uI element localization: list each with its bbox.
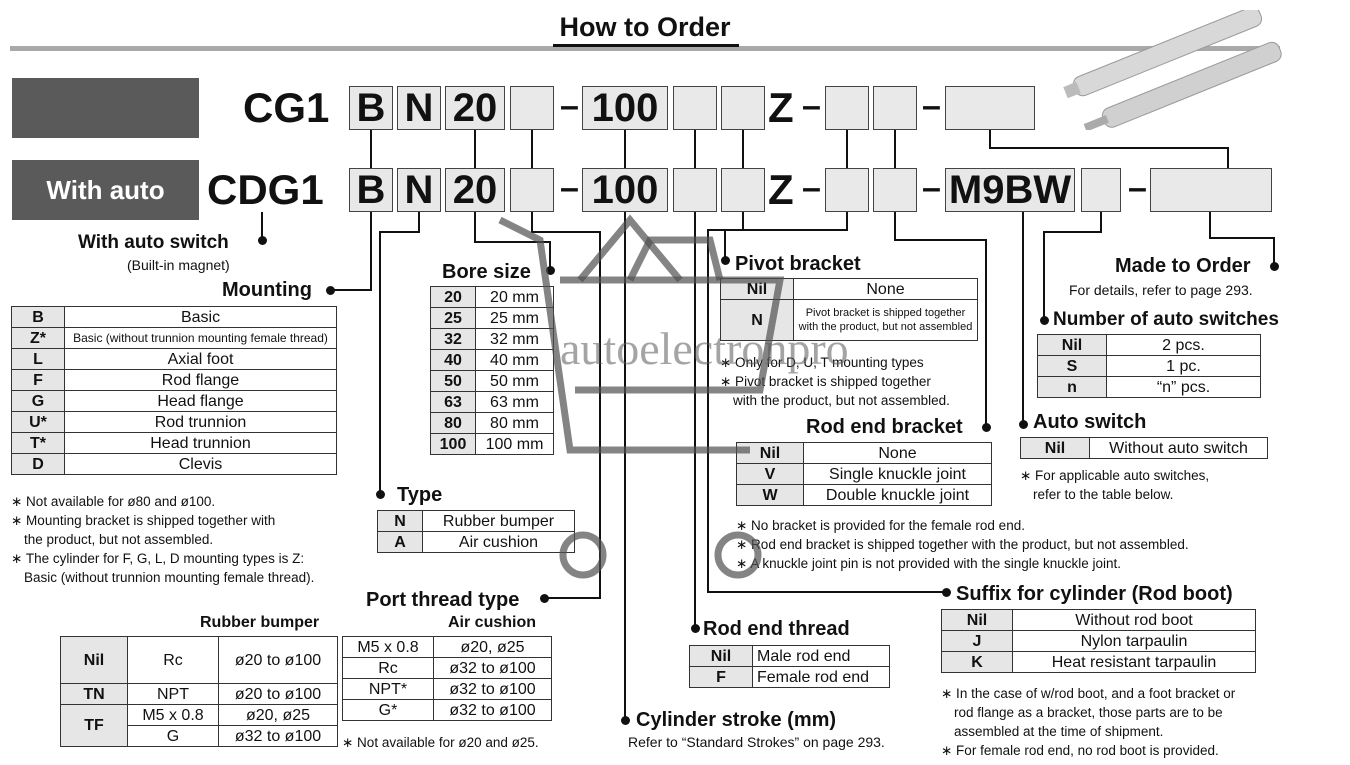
port-note: ∗ Not available for ø20 and ø25.	[342, 735, 539, 750]
auto-switch-label-box: With auto switch	[12, 160, 199, 265]
code-b-1: B	[349, 86, 393, 130]
standard-label-box	[12, 78, 199, 138]
auto-switch-title: Auto switch	[1033, 411, 1147, 433]
suffix-notes: ∗ In the case of w/rod boot, and a foot …	[941, 686, 1236, 758]
pivot-title: Pivot bracket	[735, 253, 861, 275]
pointer-dot	[258, 236, 267, 245]
type-title: Type	[397, 484, 443, 506]
code-bore-2: 20	[445, 168, 505, 212]
pointer-dot	[721, 256, 730, 265]
cylinder-product-icon	[1063, 10, 1282, 130]
code-z-1: Z	[768, 84, 794, 131]
code-blank-2b	[673, 168, 717, 212]
code-blank-2g	[1150, 168, 1272, 212]
code-stroke-2: 100	[582, 168, 668, 212]
code-dash: –	[1128, 169, 1147, 207]
pointer-dot	[982, 423, 991, 432]
code-switch-2: M9BW	[945, 168, 1075, 212]
code-blank-2e	[873, 168, 917, 212]
suffix-title: Suffix for cylinder (Rod boot)	[956, 583, 1233, 605]
code-dash: –	[802, 87, 821, 125]
code-stroke-1: 100	[582, 86, 668, 130]
pointer-dot	[691, 624, 700, 633]
stroke-title: Cylinder stroke (mm)	[636, 709, 837, 731]
page-title: How to Order	[559, 12, 731, 42]
port-rubber-title: Rubber bumper	[200, 614, 320, 631]
num-switches-title: Number of auto switches	[1053, 309, 1279, 330]
pointer-dot	[546, 266, 555, 275]
code-dash: –	[560, 87, 579, 125]
mounting-notes: ∗ Not available for ø80 and ø100. ∗ Moun…	[11, 494, 315, 585]
code-blank-2f	[1081, 168, 1121, 212]
code-b-2: B	[349, 168, 393, 212]
code-blank-1c	[721, 86, 765, 130]
code-n-1: N	[397, 86, 441, 130]
pointer-dot	[621, 716, 630, 725]
code-prefix-1: CG1	[243, 84, 330, 131]
pointer-dot	[1019, 420, 1028, 429]
rod-thread-title: Rod end thread	[703, 618, 850, 640]
code-bore-1: 20	[445, 86, 505, 130]
code-dash: –	[922, 87, 941, 125]
code-prefix-2: CDG1	[207, 166, 324, 213]
mto-title: Made to Order	[1115, 255, 1251, 277]
cart-watermark-icon	[498, 214, 785, 579]
rod-bracket-notes: ∗ No bracket is provided for the female …	[736, 518, 1189, 571]
pointer-dot	[540, 594, 549, 603]
code-blank-1e	[873, 86, 917, 130]
code-blank-1b	[673, 86, 717, 130]
pointer-dot	[942, 588, 951, 597]
port-air-title: Air cushion	[448, 614, 537, 631]
code-blank-2a	[510, 168, 554, 212]
code-blank-2d	[825, 168, 869, 212]
rod-bracket-title: Rod end bracket	[806, 416, 963, 438]
pointer-dot	[376, 490, 385, 499]
code-n-2: N	[397, 168, 441, 212]
pointer-dot	[1040, 316, 1049, 325]
pointer-dot	[326, 286, 335, 295]
stroke-sub: Refer to “Standard Strokes” on page 293.	[628, 734, 885, 750]
code-blank-2c	[721, 168, 765, 212]
magnet-sub: (Built-in magnet)	[127, 257, 230, 273]
code-blank-1f	[945, 86, 1035, 130]
code-blank-1d	[825, 86, 869, 130]
watermark-text: autoelectronpro	[560, 323, 849, 374]
pivot-notes: ∗ Only for D, U, T mounting types ∗ Pivo…	[720, 355, 950, 408]
auto-switch-notes: ∗ For applicable auto switches, refer to…	[1020, 468, 1210, 502]
bore-title: Bore size	[442, 261, 531, 283]
code-blank-1a	[510, 86, 554, 130]
title-rule	[10, 46, 1280, 51]
code-dash: –	[922, 169, 941, 207]
title-underline	[553, 44, 739, 47]
port-title: Port thread type	[366, 589, 520, 611]
mto-sub: For details, refer to page 293.	[1069, 282, 1253, 298]
code-z-2: Z	[768, 166, 794, 213]
magnet-title: With auto switch	[78, 232, 229, 253]
mounting-title: Mounting	[222, 279, 312, 301]
code-dash: –	[560, 169, 579, 207]
pointer-dot	[1270, 262, 1279, 271]
code-dash: –	[802, 169, 821, 207]
